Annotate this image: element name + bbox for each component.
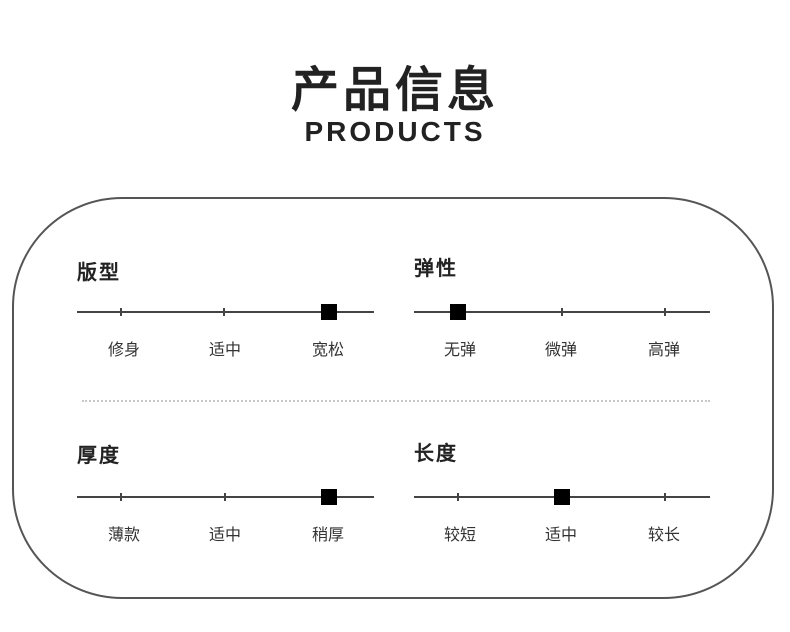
attribute-thickness-option-1: 适中 <box>208 525 241 544</box>
attribute-thickness-knob[interactable] <box>321 489 337 505</box>
attribute-elasticity-track <box>414 304 710 320</box>
attribute-elasticity-option-0: 无弹 <box>443 340 476 359</box>
attribute-length-knob[interactable] <box>554 489 570 505</box>
attribute-length-option-1: 适中 <box>544 525 577 544</box>
attribute-length-track <box>414 489 710 505</box>
attribute-fit-knob[interactable] <box>321 304 337 320</box>
attribute-fit-option-0: 修身 <box>107 340 140 359</box>
attribute-length-option-2: 较长 <box>647 525 680 544</box>
section-divider <box>82 400 710 402</box>
page-subtitle: PRODUCTS <box>304 116 486 147</box>
attribute-fit-label: 版型 <box>77 260 121 284</box>
attribute-elasticity-option-2: 高弹 <box>647 340 680 359</box>
attribute-thickness-tick-0 <box>120 493 122 501</box>
attribute-fit-tick-0 <box>120 308 122 316</box>
attribute-elasticity-tick-1 <box>561 308 563 316</box>
attribute-length-option-0: 较短 <box>443 525 476 544</box>
attribute-elasticity-knob[interactable] <box>450 304 466 320</box>
attribute-thickness-tick-1 <box>224 493 226 501</box>
attribute-fit-option-1: 适中 <box>208 340 241 359</box>
page-title: 产品信息 <box>290 62 499 118</box>
attribute-fit-track <box>77 304 374 320</box>
attribute-thickness-track <box>77 489 374 505</box>
attribute-length-label: 长度 <box>414 441 458 465</box>
attribute-elasticity-label: 弹性 <box>414 256 458 280</box>
attribute-elasticity-tick-2 <box>664 308 666 316</box>
attribute-length-tick-0 <box>457 493 459 501</box>
product-info-card <box>12 197 774 599</box>
attribute-thickness-option-0: 薄款 <box>107 525 140 544</box>
attribute-thickness-option-2: 稍厚 <box>311 525 344 544</box>
attribute-fit-tick-1 <box>223 308 225 316</box>
attribute-length-tick-2 <box>664 493 666 501</box>
attribute-thickness-label: 厚度 <box>77 443 121 467</box>
attribute-fit-option-2: 宽松 <box>311 340 344 359</box>
attribute-elasticity-option-1: 微弹 <box>544 340 577 359</box>
